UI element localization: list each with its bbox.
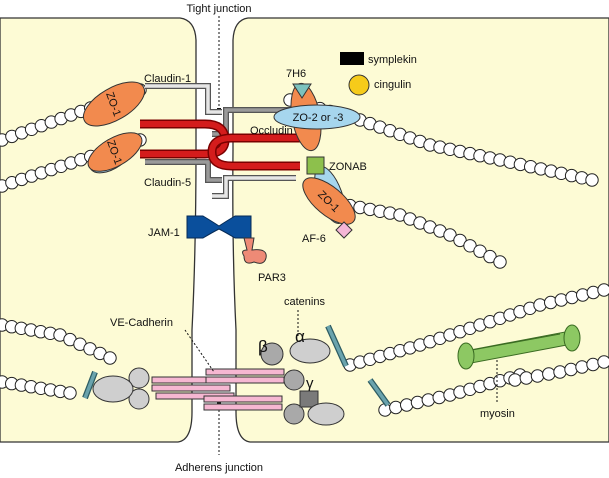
catenin-complex-right <box>260 324 391 426</box>
par3-label: PAR3 <box>258 272 286 284</box>
actin-bead <box>553 365 567 379</box>
ve-cadherin <box>151 368 285 411</box>
occludin <box>140 119 300 171</box>
symplekin-label: symplekin <box>368 54 417 66</box>
actin-bead <box>400 398 414 412</box>
actin-bead <box>389 400 403 415</box>
cingulin-circle <box>348 74 370 96</box>
actin-bead <box>493 255 507 269</box>
actin-bead <box>575 360 589 374</box>
claudin-1-label: Claudin-1 <box>144 73 191 85</box>
zo-1-left-lower <box>87 132 143 172</box>
zo-2-or-3-right <box>273 104 361 130</box>
adherens-junction-label: Adherens junction <box>175 462 263 474</box>
zo-1-left-upper <box>82 81 146 127</box>
actin-bead <box>530 369 545 383</box>
af-6-label: AF-6 <box>302 233 326 245</box>
actin-bead <box>597 355 609 369</box>
catenins-label: catenins <box>284 296 325 308</box>
actin-bead <box>410 395 425 410</box>
claudin-1 <box>145 83 296 137</box>
ve-cadherin-label: VE-Cadherin <box>110 317 173 329</box>
jam-1 <box>186 215 252 239</box>
myosin <box>457 324 581 370</box>
zo-1-right-lower <box>302 177 356 225</box>
actin-bead <box>597 283 609 297</box>
actin-bead <box>586 357 600 372</box>
actin-bead <box>519 371 533 385</box>
zonab-box <box>306 156 325 175</box>
7h6-triangle <box>292 83 312 99</box>
tight-junction-label: Tight junction <box>186 3 251 15</box>
symplekin-box <box>340 52 364 65</box>
cingulin-label: cingulin <box>374 79 411 91</box>
alpha-catenin-label: α <box>295 327 305 346</box>
actin-bead <box>508 373 522 387</box>
jam-1-label: JAM-1 <box>148 227 180 239</box>
ve-cadherin-pointer <box>184 329 215 373</box>
zonab-label: ZONAB <box>329 161 367 173</box>
actin-bead <box>63 386 77 400</box>
claudin-5 <box>145 159 296 199</box>
myosin-label: myosin <box>480 408 515 420</box>
gamma-catenin-label: γ <box>306 375 314 392</box>
catenin-complex-left <box>82 367 150 410</box>
af-6-diamond <box>335 221 353 239</box>
actin-bead <box>585 173 599 187</box>
occludin-label: Occludin <box>250 125 293 137</box>
actin-bead <box>421 393 435 407</box>
actin-bead <box>542 367 556 381</box>
zo-2-or-3-label: ZO-2 or -3 <box>293 112 344 124</box>
actin-filaments <box>0 83 609 417</box>
actin-bead <box>432 390 446 405</box>
actin-bead <box>103 351 117 365</box>
7h6-label: 7H6 <box>286 68 306 80</box>
actin-bead <box>564 362 578 377</box>
claudin-5-label: Claudin-5 <box>144 177 191 189</box>
beta-catenin-label: β <box>258 337 268 356</box>
par3 <box>242 237 267 264</box>
